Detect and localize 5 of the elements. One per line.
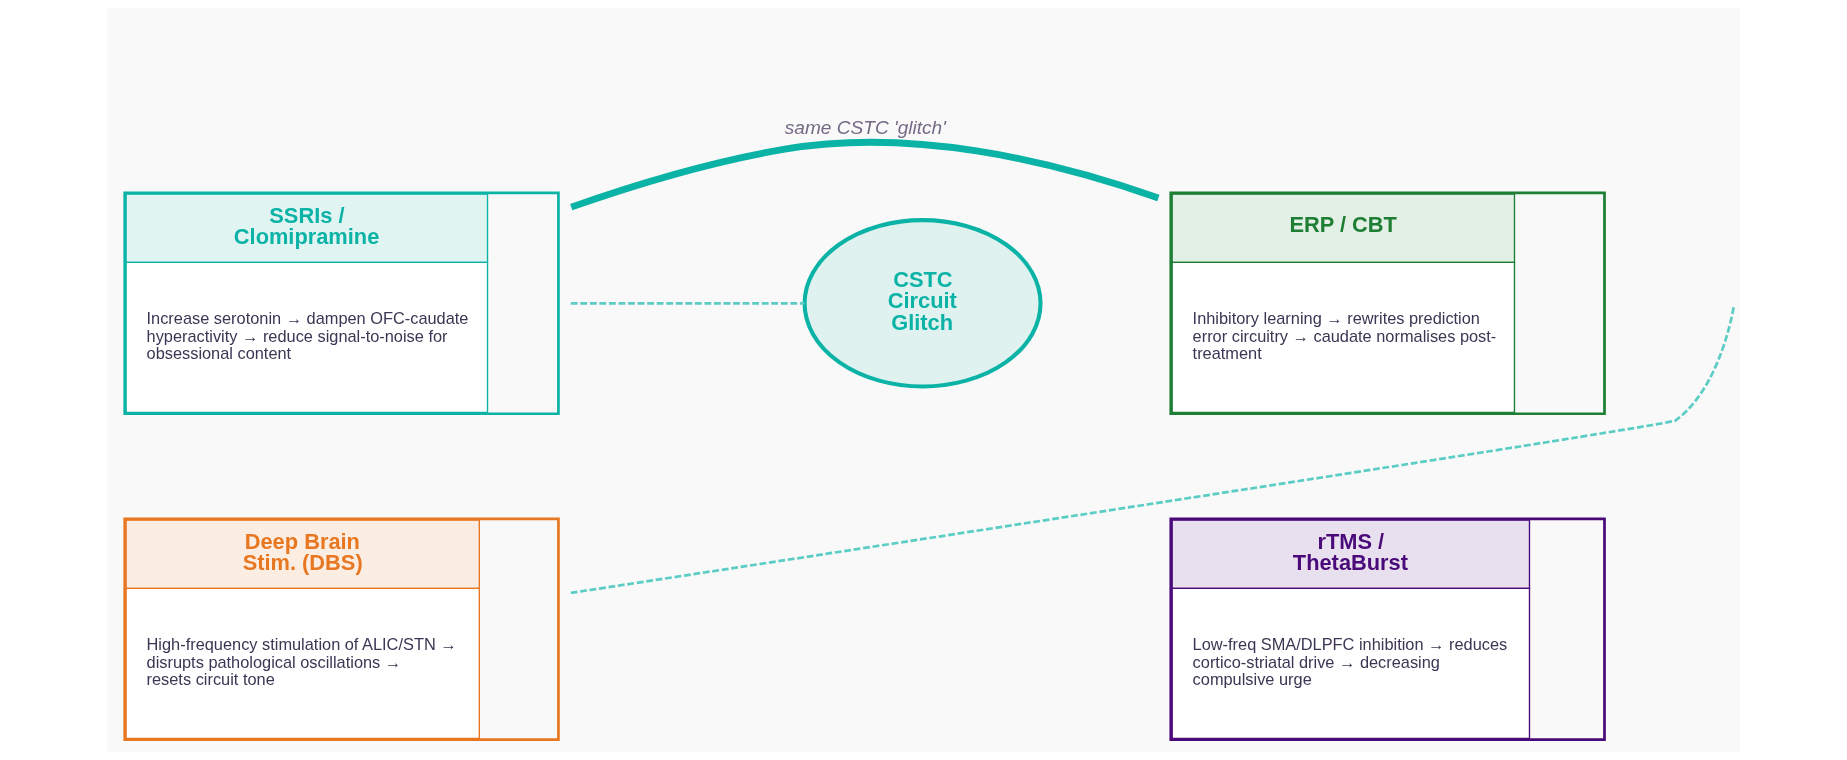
connector bbox=[570, 304, 1736, 595]
connector bbox=[570, 138, 1160, 211]
connector bbox=[570, 301, 805, 305]
node-ellipse: CSTC Circuit Glitch bbox=[802, 218, 1043, 389]
edge-label: same CSTC 'glitch' bbox=[784, 117, 946, 139]
